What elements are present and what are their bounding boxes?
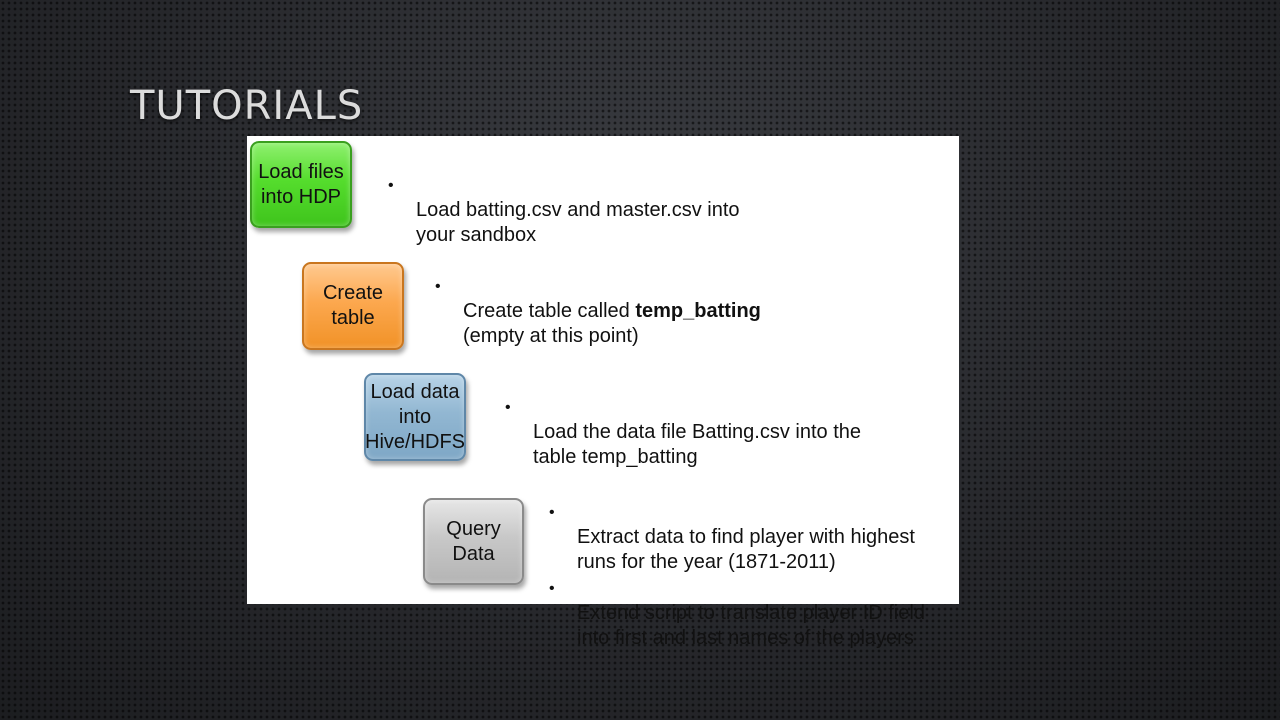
slide-title: TUTORIALS (130, 83, 364, 129)
tutorial-diagram: Load files into HDP Load batting.csv and… (247, 136, 959, 649)
bullet-text: (empty at this point) (463, 325, 639, 347)
bullet-text: Extract data to find player with highest… (577, 526, 915, 573)
step-load-files-bullets: Load batting.csv and master.csv into you… (388, 173, 808, 249)
bullet-text: Load the data file Batting.csv into the … (533, 421, 861, 468)
bullet-text-bold: temp_batting (635, 300, 761, 322)
step-load-data-bullets: Load the data file Batting.csv into the … (505, 395, 945, 471)
bullet-text: Extend script to translate player ID fie… (577, 602, 925, 649)
step-query-data-box: Query Data (423, 498, 524, 585)
bullet-item: Extend script to translate player ID fie… (549, 576, 957, 651)
bullet-item: Extract data to find player with highest… (549, 500, 957, 575)
bullet-item: Load batting.csv and master.csv into you… (388, 173, 808, 248)
bullet-text: Load batting.csv and master.csv into you… (416, 199, 740, 246)
step-create-table-box: Create table (302, 262, 404, 350)
bullet-item: Load the data file Batting.csv into the … (505, 395, 945, 470)
bullet-text: Create table called (463, 300, 636, 322)
step-load-data-box: Load data into Hive/HDFS (364, 373, 466, 461)
step-load-files-box: Load files into HDP (250, 141, 352, 228)
bullet-item: Create table called temp_batting (empty … (435, 274, 855, 349)
step-query-data-bullets: Extract data to find player with highest… (549, 500, 957, 652)
step-create-table-bullets: Create table called temp_batting (empty … (435, 274, 855, 350)
